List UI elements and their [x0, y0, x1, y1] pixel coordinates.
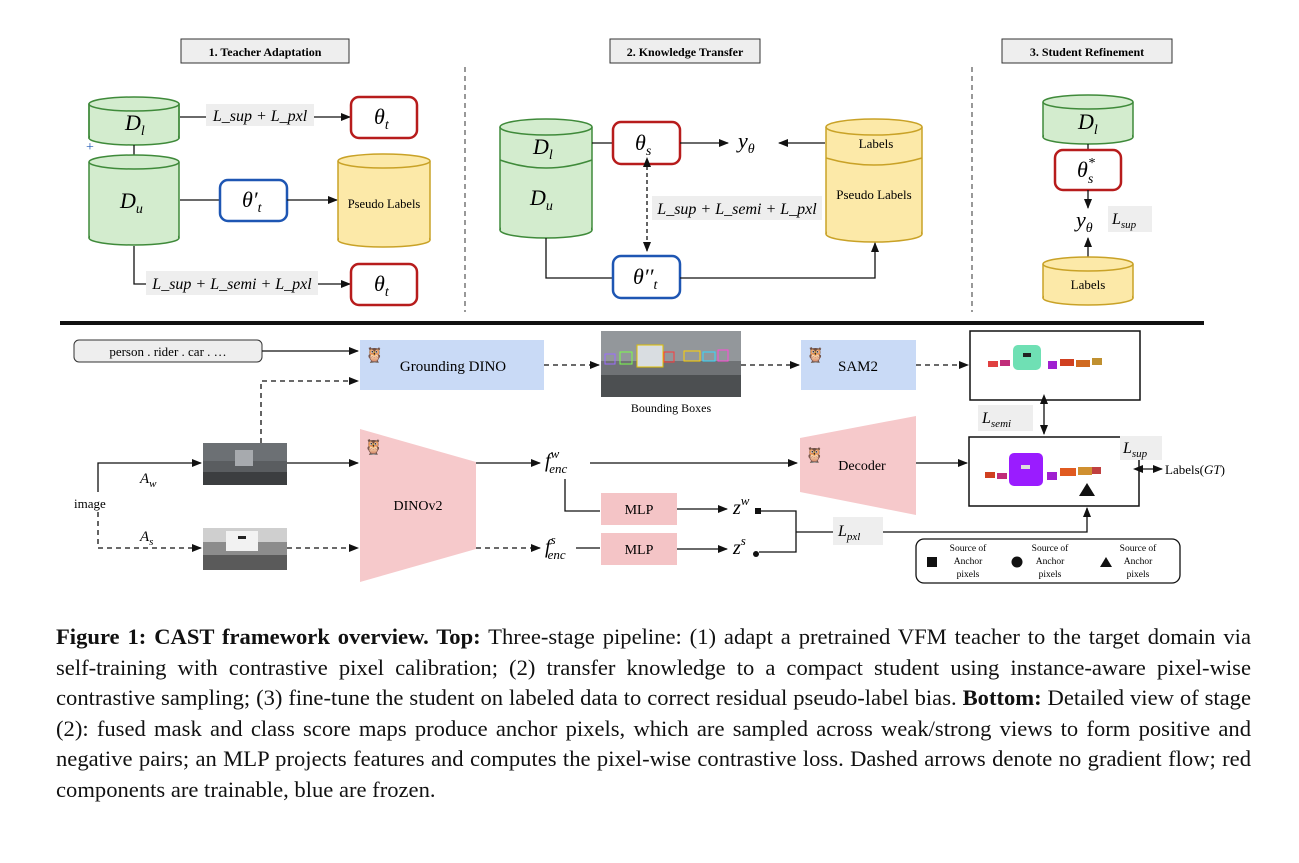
labels-gt: Labels(GT): [1165, 462, 1225, 477]
aug-weak: Aw: [139, 471, 157, 490]
svg-text:θs: θs: [635, 130, 652, 159]
stage3-labels-db: Labels: [1042, 256, 1134, 306]
stage1-unlabeled-db: Du: [88, 154, 180, 246]
stage1-labeled-db: Dl: [88, 96, 180, 146]
sam2-mask-output: [969, 330, 1141, 401]
plus-sign: +: [86, 140, 94, 155]
svg-text:Labels: Labels: [859, 136, 894, 151]
legend-circle-icon: [1011, 556, 1023, 568]
svg-text:person . rider . car . …: person . rider . car . …: [109, 344, 226, 359]
stage3-labeled-db: Dl: [1042, 94, 1134, 145]
dinov2-encoder: [360, 429, 476, 582]
proj-z-strong: zs: [732, 533, 746, 559]
svg-text:Dl: Dl: [532, 134, 553, 163]
stage3-student-refinement: 3. Student Refinement Dl θ*s yθ Lsup Lab…: [1001, 38, 1173, 306]
svg-text:MLP: MLP: [625, 503, 654, 518]
stage1-title: 1. Teacher Adaptation: [209, 45, 322, 59]
decoder-output: [968, 436, 1140, 507]
stage1-loss-full: L_sup + L_semi + L_pxl: [151, 276, 312, 293]
grounding-dino-box: [360, 340, 544, 390]
loss-sup: Lsup: [1122, 440, 1148, 460]
weak-view-image: [203, 443, 287, 485]
svg-text:Labels: Labels: [1071, 277, 1106, 292]
svg-text:image: image: [74, 496, 106, 511]
stage2-title: 2. Knowledge Transfer: [627, 45, 744, 59]
loss-semi: Lsemi: [981, 410, 1011, 430]
caption-label: Figure 1: CAST framework overview. Top:: [56, 624, 481, 649]
stage3-loss-sup: Lsup: [1111, 211, 1137, 231]
sam2-box: [801, 340, 916, 390]
stage3-title: 3. Student Refinement: [1030, 45, 1144, 59]
svg-text:SAM2: SAM2: [838, 359, 878, 375]
caption-bottom-text: Detailed view of stage (2): fused mask a…: [56, 685, 1251, 802]
anchor-circle-marker: [753, 551, 759, 557]
decoder-head: [800, 416, 916, 515]
svg-text:Pseudo Labels: Pseudo Labels: [348, 197, 421, 211]
svg-text:θt: θt: [374, 104, 390, 133]
stage1-loss-sup-pxl: L_sup + L_pxl: [212, 108, 308, 125]
frozen-owl-icon: 🦉: [365, 346, 384, 364]
svg-text:Dl: Dl: [1077, 109, 1098, 138]
svg-text:θt: θt: [374, 271, 390, 300]
anchor-square-marker: [755, 508, 761, 514]
svg-text:Du: Du: [119, 188, 143, 217]
strong-view-image: [203, 528, 287, 570]
figure-caption: Figure 1: CAST framework overview. Top: …: [56, 622, 1251, 805]
legend-triangle-icon: [1100, 557, 1112, 567]
legend-square-icon: [927, 557, 937, 567]
stage2-detail-view: person . rider . car . … 🦉 Grounding DIN…: [73, 330, 1225, 584]
svg-text:DINOv2: DINOv2: [394, 499, 443, 514]
bounding-boxes-image: [601, 331, 741, 397]
mlp-strong: [601, 533, 677, 565]
svg-text:Pseudo Labels: Pseudo Labels: [836, 187, 911, 202]
owl-icon: 🦉: [805, 446, 824, 464]
loss-pxl: Lpxl: [837, 523, 860, 543]
svg-text:θ′′t: θ′′t: [633, 264, 658, 293]
stage3-y-theta: yθ: [1074, 207, 1093, 236]
svg-text:Dl: Dl: [124, 110, 145, 139]
stage2-labels-db: Labels Pseudo Labels: [825, 118, 923, 243]
caption-top-text: Three-stage pipeline: (1) adapt a pretra…: [56, 624, 1251, 710]
caption-bottom-label: Bottom:: [962, 685, 1042, 710]
svg-text:Du: Du: [529, 185, 553, 214]
svg-text:Decoder: Decoder: [838, 459, 886, 474]
aug-strong: As: [139, 529, 153, 548]
svg-text:Bounding Boxes: Bounding Boxes: [631, 401, 712, 415]
proj-z-weak: zw: [732, 493, 750, 519]
svg-text:Grounding DINO: Grounding DINO: [400, 359, 506, 375]
svg-text:MLP: MLP: [625, 543, 654, 558]
stage2-y-theta: yθ: [736, 128, 755, 157]
cast-framework-figure: 1. Teacher Adaptation Dl + Du L_sup + L_…: [60, 38, 1225, 584]
svg-text:θ*s: θ*s: [1077, 156, 1095, 187]
stage1-pseudo-labels-db: Pseudo Labels: [337, 153, 431, 248]
svg-text:θ′t: θ′t: [242, 187, 263, 216]
stage2-teacher-theta-t-dprime: [611, 254, 682, 300]
stage2-student-db: Dl Du: [499, 118, 593, 239]
mlp-weak: [601, 493, 677, 525]
stage1-teacher-adaptation: 1. Teacher Adaptation Dl + Du L_sup + L_…: [86, 38, 431, 307]
stage1-teacher-theta-t: [349, 95, 419, 140]
stage2-loss: L_sup + L_semi + L_pxl: [656, 201, 817, 218]
frozen-owl-icon: 🦉: [806, 346, 825, 364]
stage2-knowledge-transfer: 2. Knowledge Transfer Dl Du θs yθ Labe: [499, 38, 923, 300]
frozen-owl-icon: 🦉: [364, 438, 383, 456]
stage1-teacher-theta-t-final: [349, 262, 419, 307]
